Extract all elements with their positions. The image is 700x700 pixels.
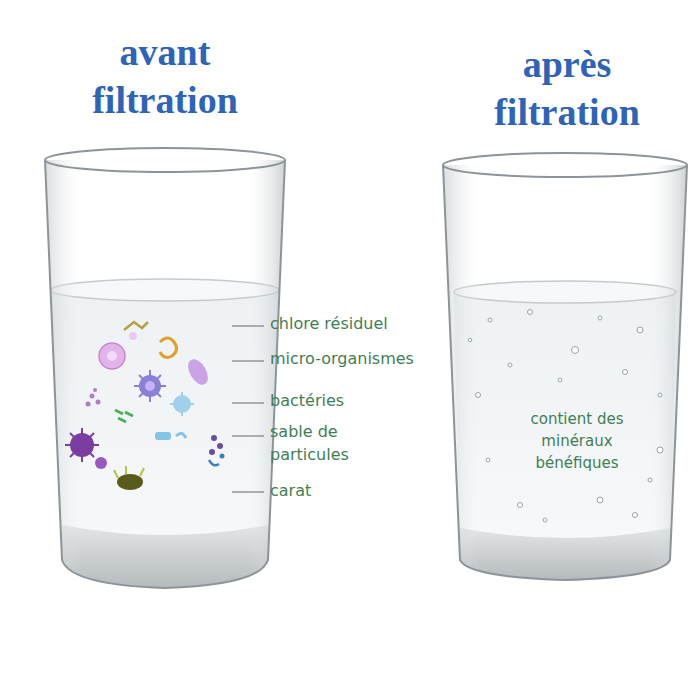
glass-note: contient des minéraux bénéfiques: [502, 408, 652, 474]
glass-heading: avant filtration: [65, 28, 265, 124]
bubbles: [468, 310, 663, 523]
glass-heading: après filtration: [457, 40, 677, 136]
left-glass: [45, 148, 285, 588]
glass: après filtration contient des minéraux bé…: [440, 18, 695, 588]
callout-label: bactéries: [270, 390, 344, 412]
callout-label: sable de particules: [270, 420, 380, 466]
right-glass: [443, 153, 687, 580]
callout-label: micro-organismes: [270, 348, 414, 370]
glass: avant filtration chlore résiduel micro-org…: [20, 18, 460, 588]
callout-label: carat: [270, 480, 311, 502]
microbes: [65, 322, 225, 490]
leader-lines: [232, 326, 264, 492]
callout-label: chlore résiduel: [270, 313, 388, 335]
